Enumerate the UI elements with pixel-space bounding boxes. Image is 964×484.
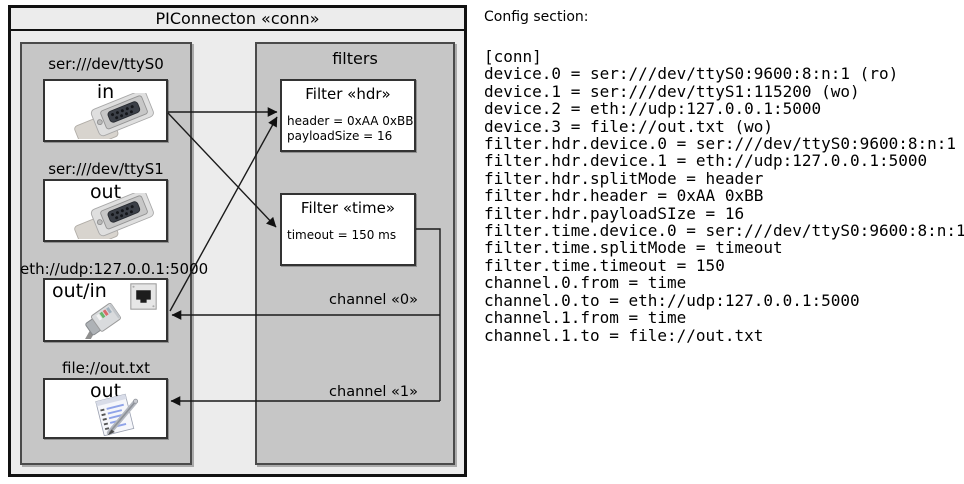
channel-1-label: channel «1» xyxy=(329,384,418,400)
config-line: device.1 = ser:///dev/ttyS1:115200 (wo) xyxy=(484,81,860,101)
config-line: filter.time.timeout = 150 xyxy=(484,255,725,275)
config-line: filter.hdr.header = 0xAA 0xBB xyxy=(484,186,764,206)
ethernet-connector-icon xyxy=(78,302,121,339)
device-direction: out/in xyxy=(52,280,107,302)
filter-properties: header = 0xAA 0xBB payloadSize = 16 xyxy=(287,114,414,144)
ethernet-port-icon xyxy=(130,283,157,310)
channel-0-label: channel «0» xyxy=(329,292,418,308)
filter-property: timeout = 150 ms xyxy=(287,228,397,242)
serial-connector-icon xyxy=(74,193,154,239)
piconnector-diagram: PIConnecton «conn» filters ser:///dev/tt… xyxy=(8,5,467,477)
config-heading: Config section: xyxy=(484,9,589,25)
device-label-ttys1: ser:///dev/ttyS1 xyxy=(48,160,164,178)
config-listing: [conn] device.0 = ser:///dev/ttyS0:9600:… xyxy=(484,47,964,345)
filter-property: payloadSize = 16 xyxy=(287,129,393,143)
filter-title: Filter «time» xyxy=(300,199,396,217)
filter-property: header = 0xAA 0xBB xyxy=(287,114,414,128)
config-line: filter.hdr.splitMode = header xyxy=(484,168,764,188)
filter-title: Filter «hdr» xyxy=(305,85,391,103)
device-direction: out xyxy=(89,380,122,402)
config-line: filter.hdr.device.1 = eth://udp:127.0.0.… xyxy=(484,151,928,171)
config-line: channel.1.from = time xyxy=(484,308,687,328)
filter-box-hdr: Filter «hdr» header = 0xAA 0xBB payloadS… xyxy=(280,79,416,152)
device-direction: out xyxy=(89,181,122,203)
config-line: filter.hdr.device.0 = ser:///dev/ttyS0:9… xyxy=(484,134,957,154)
device-direction: in xyxy=(96,81,115,103)
device-box-eth: out/in xyxy=(43,278,168,342)
device-box-file: out xyxy=(43,378,168,439)
config-line: [conn] xyxy=(484,47,542,66)
filter-box-time: Filter «time» timeout = 150 ms xyxy=(280,193,416,266)
device-box-ttys1: out xyxy=(43,179,168,242)
config-line: device.2 = eth://udp:127.0.0.1:5000 xyxy=(484,99,822,119)
config-line: device.3 = file://out.txt (wo) xyxy=(484,116,773,136)
config-line: channel.0.to = eth://udp:127.0.0.1:5000 xyxy=(484,290,860,310)
notepad-pen-icon xyxy=(95,393,139,436)
filter-properties: timeout = 150 ms xyxy=(287,228,414,243)
filters-panel-title: filters xyxy=(332,49,378,68)
config-line: filter.time.splitMode = timeout xyxy=(484,238,783,258)
diagram-title: PIConnecton «conn» xyxy=(11,8,464,31)
config-line: channel.0.from = time xyxy=(484,273,687,293)
config-section: Config section: [conn] device.0 = ser://… xyxy=(484,0,964,345)
serial-connector-icon xyxy=(74,93,154,139)
device-box-ttys0: in xyxy=(43,79,168,142)
config-line: filter.hdr.payloadSIze = 16 xyxy=(484,203,745,223)
device-label-eth: eth://udp:127.0.0.1:5000 xyxy=(20,260,209,278)
config-line: filter.time.device.0 = ser:///dev/ttyS0:… xyxy=(484,221,964,241)
config-line: channel.1.to = file://out.txt xyxy=(484,325,764,345)
config-line: device.0 = ser:///dev/ttyS0:9600:8:n:1 (… xyxy=(484,64,899,84)
device-label-ttys0: ser:///dev/ttyS0 xyxy=(48,55,164,73)
device-label-file: file://out.txt xyxy=(62,359,150,377)
